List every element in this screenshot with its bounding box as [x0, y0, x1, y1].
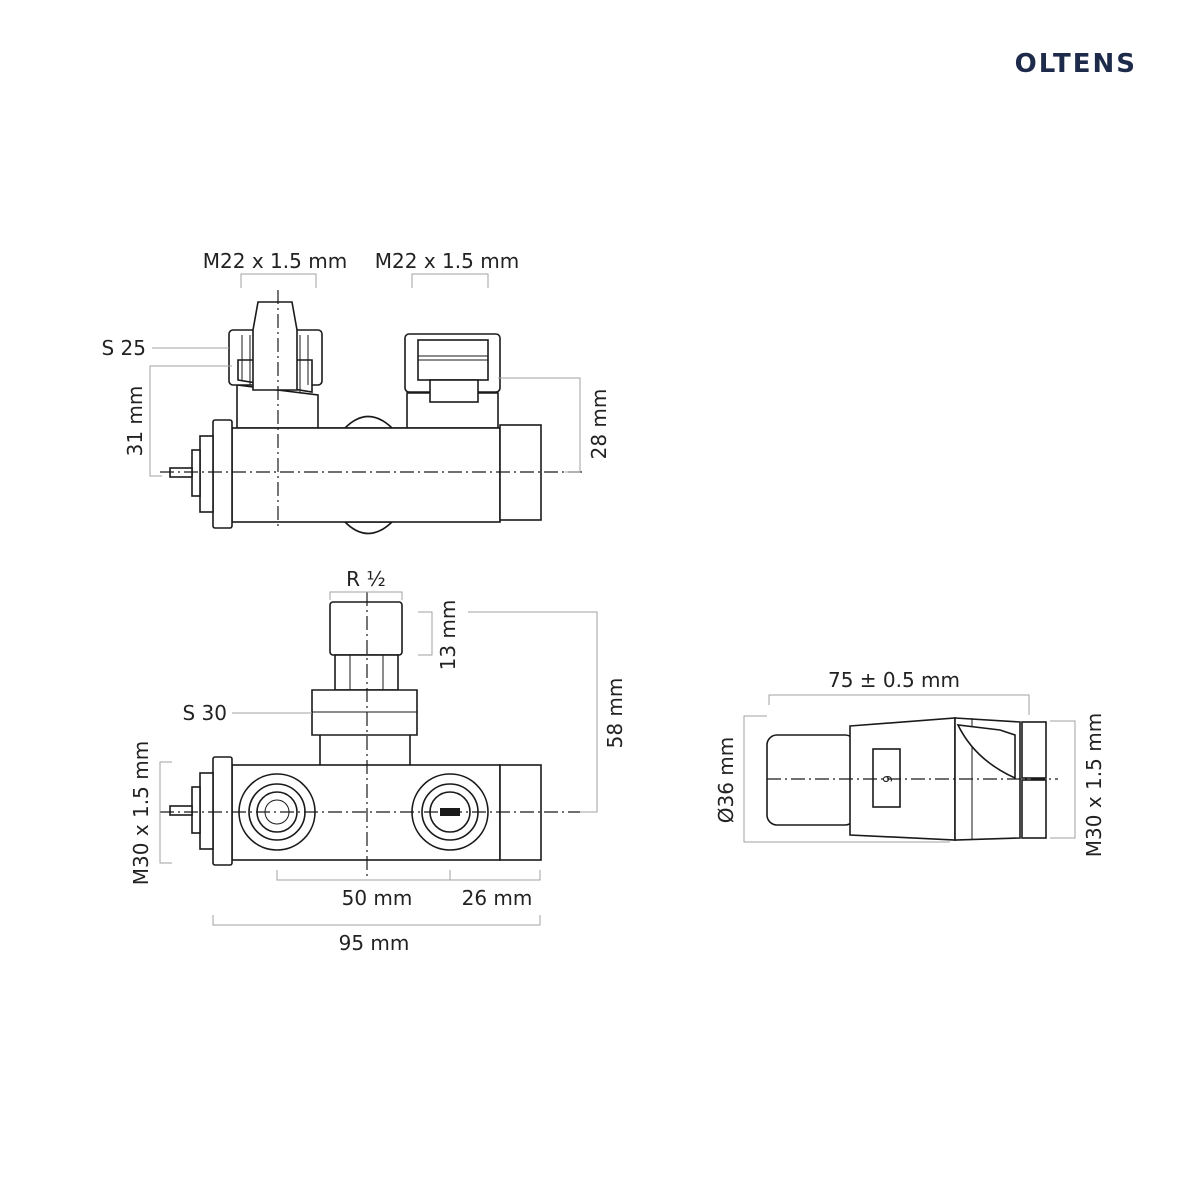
- inlet-length-label: 13 mm: [436, 600, 460, 671]
- brand-logo: OLTENS: [1015, 49, 1137, 79]
- side-thread-label: M30 x 1.5 mm: [129, 741, 153, 885]
- front-wrench-label: S 30: [182, 701, 227, 725]
- top-height-right-label: 28 mm: [587, 389, 611, 460]
- head-view: 6 75 ± 0.5 mm Ø36 mm M30 x 1.5 mm: [714, 668, 1106, 857]
- total-height-label: 58 mm: [603, 678, 627, 749]
- total-length-label: 95 mm: [339, 931, 410, 955]
- top-wrench-label: S 25: [101, 336, 146, 360]
- spacing-label: 50 mm: [342, 886, 413, 910]
- port-left: [238, 773, 316, 851]
- head-diameter-label: Ø36 mm: [714, 737, 738, 824]
- head-thread-label: M30 x 1.5 mm: [1082, 713, 1106, 857]
- inlet-thread-label: R ½: [346, 567, 386, 591]
- top-thread-left-label: M22 x 1.5 mm: [203, 249, 347, 273]
- top-height-left-label: 31 mm: [123, 386, 147, 457]
- top-view: M22 x 1.5 mm M22 x 1.5 mm S 25 31 mm 28 …: [101, 249, 611, 535]
- end-offset-label: 26 mm: [462, 886, 533, 910]
- front-view: R ½ 13 mm 58 mm S 30 M30 x 1.5 mm 50 mm …: [129, 567, 627, 955]
- top-thread-right-label: M22 x 1.5 mm: [375, 249, 519, 273]
- head-length-label: 75 ± 0.5 mm: [828, 668, 960, 692]
